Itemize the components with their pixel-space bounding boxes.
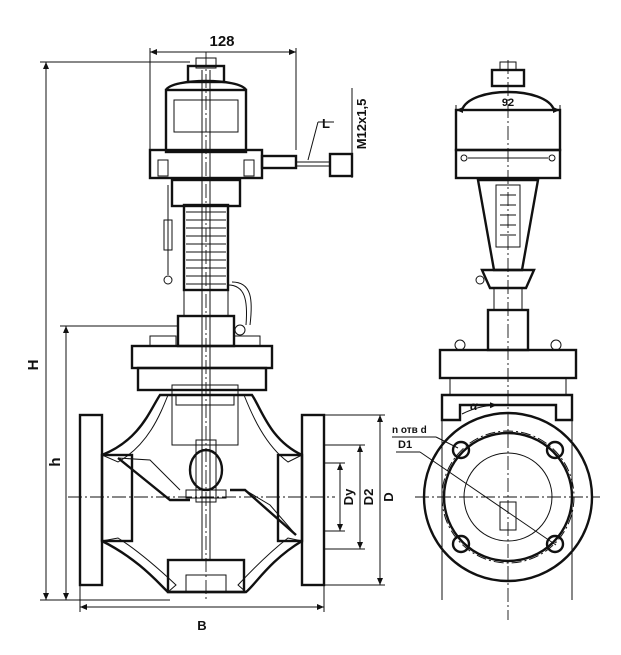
- label-tube: L: [322, 116, 330, 131]
- label-D1: D1: [398, 439, 412, 451]
- side-yoke: [475, 178, 540, 352]
- label-D2: D2: [361, 489, 376, 506]
- label-H: H: [25, 360, 42, 371]
- section-view: [68, 52, 354, 600]
- dimension-lines: [40, 48, 561, 612]
- actuator: [148, 57, 354, 180]
- label-angle: α: [470, 399, 478, 413]
- label-D: D: [381, 492, 396, 501]
- label-h: h: [47, 457, 64, 466]
- left-flange: [78, 413, 134, 587]
- label-Dy: Dy: [341, 488, 356, 505]
- valve-body: [100, 393, 304, 594]
- spring-column: [163, 178, 252, 326]
- right-flange: [276, 413, 326, 587]
- label-B: B: [197, 618, 206, 633]
- label-92: 92: [502, 97, 514, 109]
- label-thread: M12x1,5: [354, 99, 369, 150]
- dimension-labels: 128 92 M12x1,5 L H h B Dy D2 D n отв d D…: [25, 33, 514, 633]
- packing-box: [176, 289, 246, 348]
- side-view: [415, 60, 600, 620]
- label-128: 128: [209, 33, 234, 50]
- label-holes: n отв d: [392, 425, 427, 436]
